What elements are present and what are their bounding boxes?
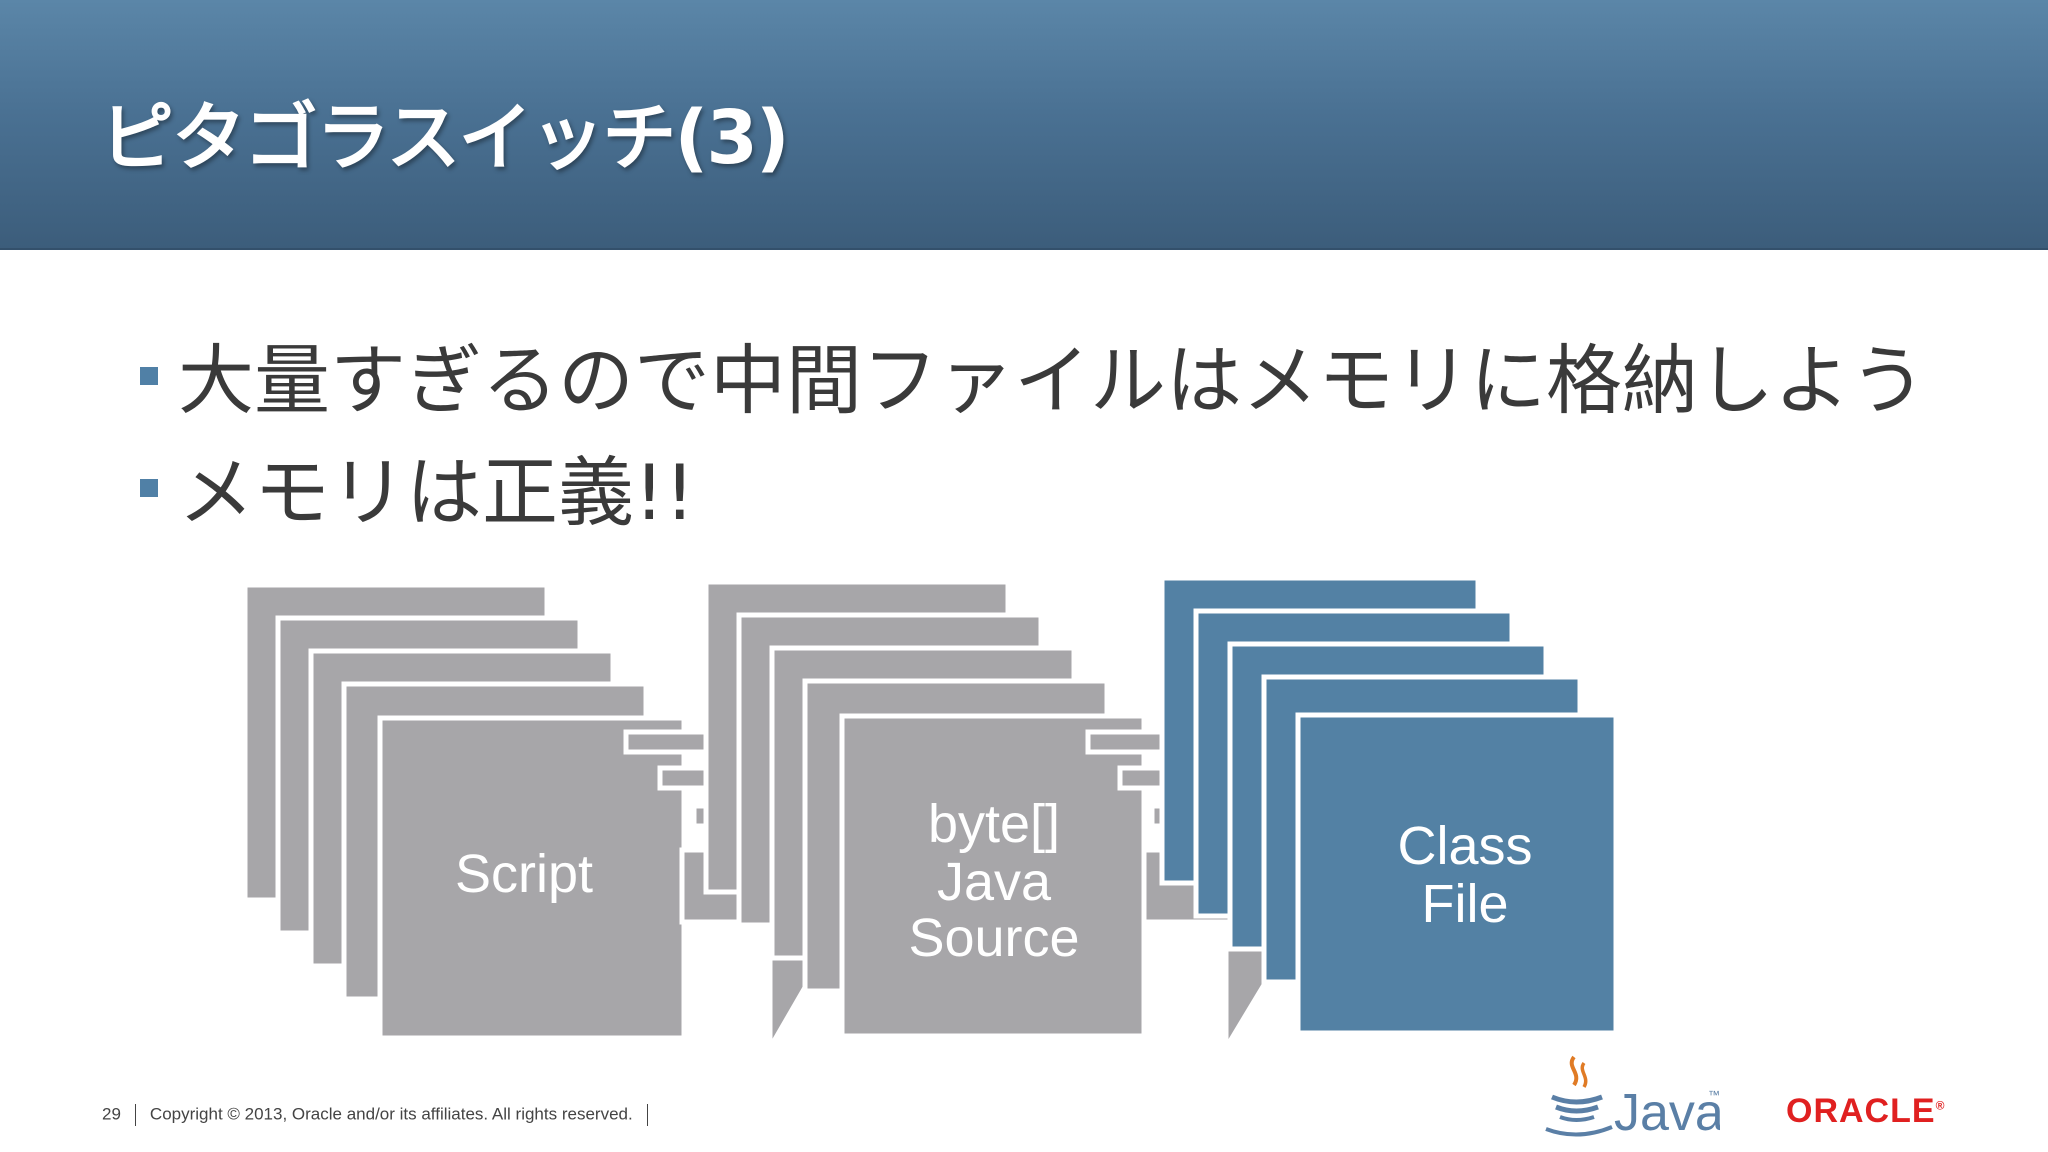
footer-divider — [646, 1104, 648, 1126]
page-number: 29 — [102, 1104, 121, 1124]
source-label-line: Java — [937, 852, 1052, 912]
copyright-text: Copyright © 2013, Oracle and/or its affi… — [149, 1104, 633, 1124]
bullet-item: 大量すぎるので中間ファイルはメモリに格納しよう — [140, 325, 1926, 437]
class-label-line: Class — [1397, 816, 1532, 876]
footer: 29 Copyright © 2013, Oracle and/or its af… — [102, 1104, 662, 1126]
source-label: byte[] Java Source — [908, 794, 1079, 968]
java-trademark: ™ — [1708, 1088, 1720, 1102]
class-stack — [1159, 575, 1619, 1036]
script-label: Script — [455, 844, 593, 904]
source-stack — [703, 579, 1147, 1039]
oracle-wordmark: ORACLE — [1786, 1092, 1936, 1130]
java-cup-icon — [1545, 1055, 1613, 1137]
bullet-list: 大量すぎるので中間ファイルはメモリに格納しよう メモリは正義!! — [140, 325, 1926, 549]
bullet-text: 大量すぎるので中間ファイルはメモリに格納しよう — [178, 336, 1926, 425]
footer-divider — [134, 1104, 136, 1126]
oracle-logo: ORACLE® — [1786, 1092, 1945, 1131]
bullet-item: メモリは正義!! — [140, 437, 1926, 549]
slide-title: ピタゴラスイッチ(3) — [100, 95, 790, 181]
bullet-square-icon — [140, 367, 158, 385]
oracle-registered-mark: ® — [1935, 1098, 1946, 1113]
bullet-square-icon — [140, 479, 158, 497]
class-sheet-front — [1295, 712, 1619, 1036]
script-stack — [242, 582, 687, 1041]
source-label-line: byte[] — [928, 794, 1060, 854]
java-logo: Java ™ — [1545, 1055, 1720, 1140]
bullet-text: メモリは正義!! — [178, 448, 695, 537]
java-wordmark: Java — [1614, 1084, 1720, 1140]
source-sheet-front — [839, 713, 1147, 1039]
class-label-line: File — [1421, 874, 1508, 934]
source-label-line: Source — [908, 908, 1079, 968]
title-bar: ピタゴラスイッチ(3) — [0, 0, 2048, 250]
class-label: Class File — [1397, 816, 1532, 934]
